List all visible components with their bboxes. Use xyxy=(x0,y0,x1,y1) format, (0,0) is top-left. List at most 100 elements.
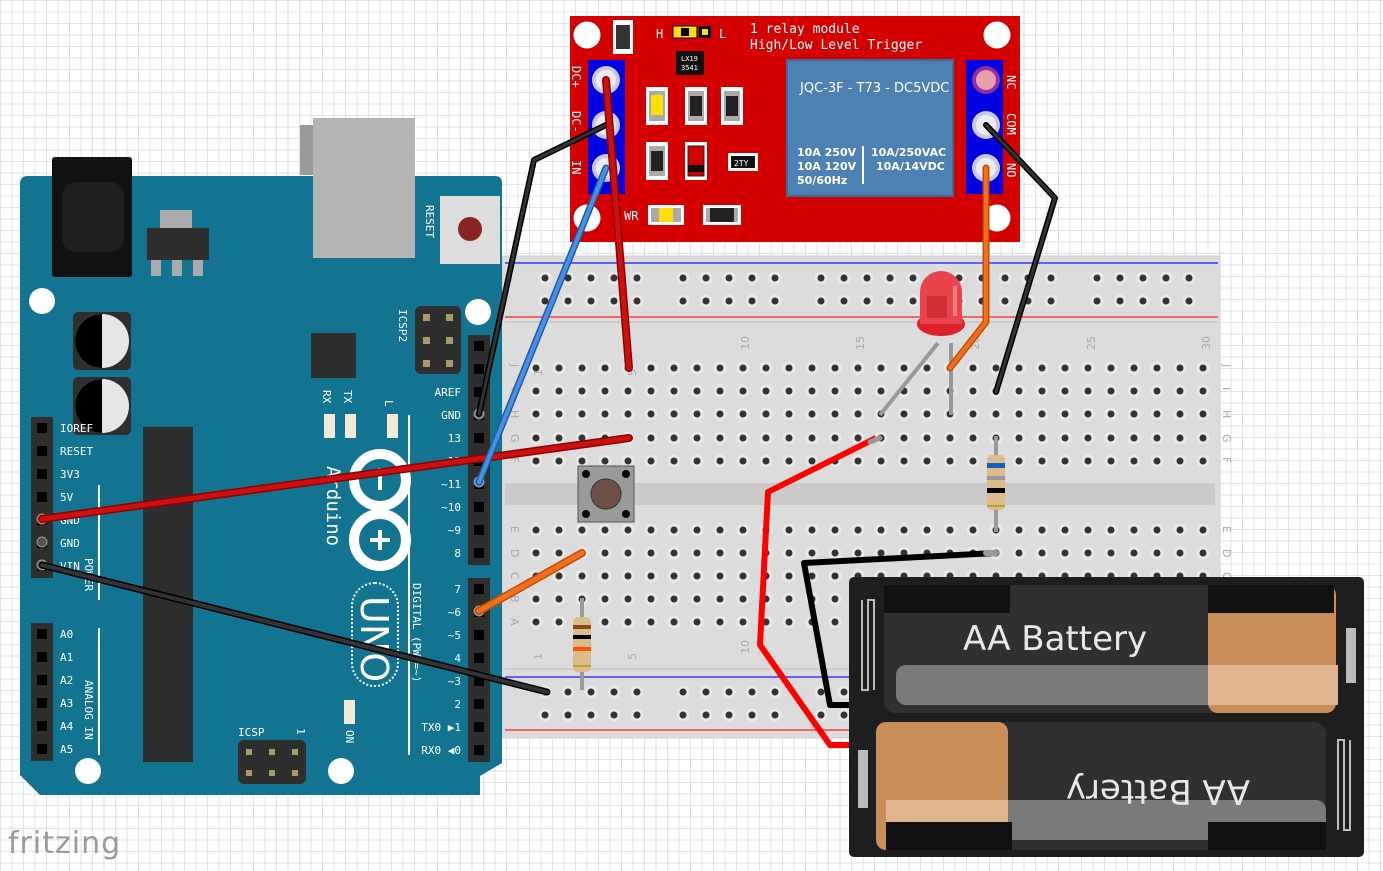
breadboard-hole[interactable] xyxy=(713,361,727,375)
rail-hole[interactable] xyxy=(607,685,621,699)
rail-hole[interactable] xyxy=(814,294,828,308)
breadboard-hole[interactable] xyxy=(1012,407,1026,421)
breadboard-hole[interactable] xyxy=(690,615,704,629)
breadboard-hole[interactable] xyxy=(966,431,980,445)
breadboard-hole[interactable] xyxy=(575,361,589,375)
rail-hole[interactable] xyxy=(837,685,851,699)
breadboard-hole[interactable] xyxy=(1081,384,1095,398)
level-jumper[interactable] xyxy=(672,25,711,39)
breadboard-hole[interactable] xyxy=(1173,407,1187,421)
breadboard-hole[interactable] xyxy=(1058,523,1072,537)
breadboard-hole[interactable] xyxy=(598,592,612,606)
rail-hole[interactable] xyxy=(883,294,897,308)
breadboard-hole[interactable] xyxy=(1127,407,1141,421)
breadboard-hole[interactable] xyxy=(575,384,589,398)
breadboard-hole[interactable] xyxy=(552,569,566,583)
rail-hole[interactable] xyxy=(768,294,782,308)
breadboard-hole[interactable] xyxy=(598,361,612,375)
breadboard-hole[interactable] xyxy=(1196,546,1210,560)
breadboard-hole[interactable] xyxy=(1173,546,1187,560)
rail-hole[interactable] xyxy=(561,294,575,308)
breadboard-hole[interactable] xyxy=(529,592,543,606)
rail-hole[interactable] xyxy=(584,708,598,722)
breadboard-hole[interactable] xyxy=(621,407,635,421)
breadboard-hole[interactable] xyxy=(713,523,727,537)
rail-hole[interactable] xyxy=(837,271,851,285)
breadboard-hole[interactable] xyxy=(644,384,658,398)
rail-hole[interactable] xyxy=(699,294,713,308)
breadboard-hole[interactable] xyxy=(736,361,750,375)
breadboard-hole[interactable] xyxy=(828,431,842,445)
rail-hole[interactable] xyxy=(745,294,759,308)
header-pin[interactable] xyxy=(474,653,484,663)
breadboard-hole[interactable] xyxy=(1196,454,1210,468)
breadboard-hole[interactable] xyxy=(667,546,681,560)
breadboard-hole[interactable] xyxy=(552,615,566,629)
header-pin[interactable] xyxy=(474,630,484,640)
breadboard-hole[interactable] xyxy=(1081,546,1095,560)
rail-hole[interactable] xyxy=(699,708,713,722)
header-pin[interactable] xyxy=(37,492,47,502)
breadboard-hole[interactable] xyxy=(828,546,842,560)
breadboard-hole[interactable] xyxy=(1035,361,1049,375)
header-pin[interactable] xyxy=(37,469,47,479)
breadboard-hole[interactable] xyxy=(1035,431,1049,445)
breadboard-hole[interactable] xyxy=(713,569,727,583)
breadboard-hole[interactable] xyxy=(621,546,635,560)
breadboard-hole[interactable] xyxy=(966,523,980,537)
breadboard-hole[interactable] xyxy=(782,407,796,421)
breadboard-hole[interactable] xyxy=(621,592,635,606)
breadboard-hole[interactable] xyxy=(690,407,704,421)
breadboard-hole[interactable] xyxy=(575,407,589,421)
rail-hole[interactable] xyxy=(768,685,782,699)
breadboard-hole[interactable] xyxy=(851,407,865,421)
breadboard-hole[interactable] xyxy=(897,407,911,421)
rail-hole[interactable] xyxy=(1182,271,1196,285)
breadboard-hole[interactable] xyxy=(621,569,635,583)
breadboard-hole[interactable] xyxy=(690,431,704,445)
breadboard-hole[interactable] xyxy=(1081,454,1095,468)
header-pin[interactable] xyxy=(474,387,484,397)
breadboard-hole[interactable] xyxy=(759,361,773,375)
breadboard-hole[interactable] xyxy=(552,592,566,606)
breadboard-hole[interactable] xyxy=(759,407,773,421)
breadboard-hole[interactable] xyxy=(1081,407,1095,421)
breadboard-hole[interactable] xyxy=(1035,384,1049,398)
breadboard-hole[interactable] xyxy=(1150,431,1164,445)
rail-hole[interactable] xyxy=(584,271,598,285)
breadboard-hole[interactable] xyxy=(736,523,750,537)
rail-hole[interactable] xyxy=(699,271,713,285)
breadboard-hole[interactable] xyxy=(1127,384,1141,398)
breadboard-hole[interactable] xyxy=(920,407,934,421)
breadboard-hole[interactable] xyxy=(552,454,566,468)
rail-hole[interactable] xyxy=(837,294,851,308)
rail-hole[interactable] xyxy=(722,294,736,308)
breadboard-hole[interactable] xyxy=(1012,361,1026,375)
breadboard-hole[interactable] xyxy=(1196,407,1210,421)
breadboard-hole[interactable] xyxy=(897,431,911,445)
breadboard-hole[interactable] xyxy=(736,546,750,560)
header-pin[interactable] xyxy=(37,675,47,685)
breadboard-hole[interactable] xyxy=(874,384,888,398)
breadboard-hole[interactable] xyxy=(805,384,819,398)
rail-hole[interactable] xyxy=(814,708,828,722)
breadboard-hole[interactable] xyxy=(1127,546,1141,560)
breadboard-hole[interactable] xyxy=(667,523,681,537)
breadboard-hole[interactable] xyxy=(667,407,681,421)
rail-hole[interactable] xyxy=(630,708,644,722)
breadboard-hole[interactable] xyxy=(529,523,543,537)
breadboard-hole[interactable] xyxy=(621,384,635,398)
breadboard-hole[interactable] xyxy=(598,569,612,583)
breadboard-hole[interactable] xyxy=(851,431,865,445)
header-pin[interactable] xyxy=(474,676,484,686)
breadboard-hole[interactable] xyxy=(713,546,727,560)
rail-hole[interactable] xyxy=(1136,271,1150,285)
breadboard-hole[interactable] xyxy=(1150,546,1164,560)
breadboard-hole[interactable] xyxy=(621,523,635,537)
breadboard-hole[interactable] xyxy=(828,384,842,398)
header-pin[interactable] xyxy=(37,423,47,433)
breadboard-hole[interactable] xyxy=(1173,454,1187,468)
breadboard-hole[interactable] xyxy=(782,384,796,398)
rail-hole[interactable] xyxy=(768,271,782,285)
breadboard-hole[interactable] xyxy=(1196,361,1210,375)
